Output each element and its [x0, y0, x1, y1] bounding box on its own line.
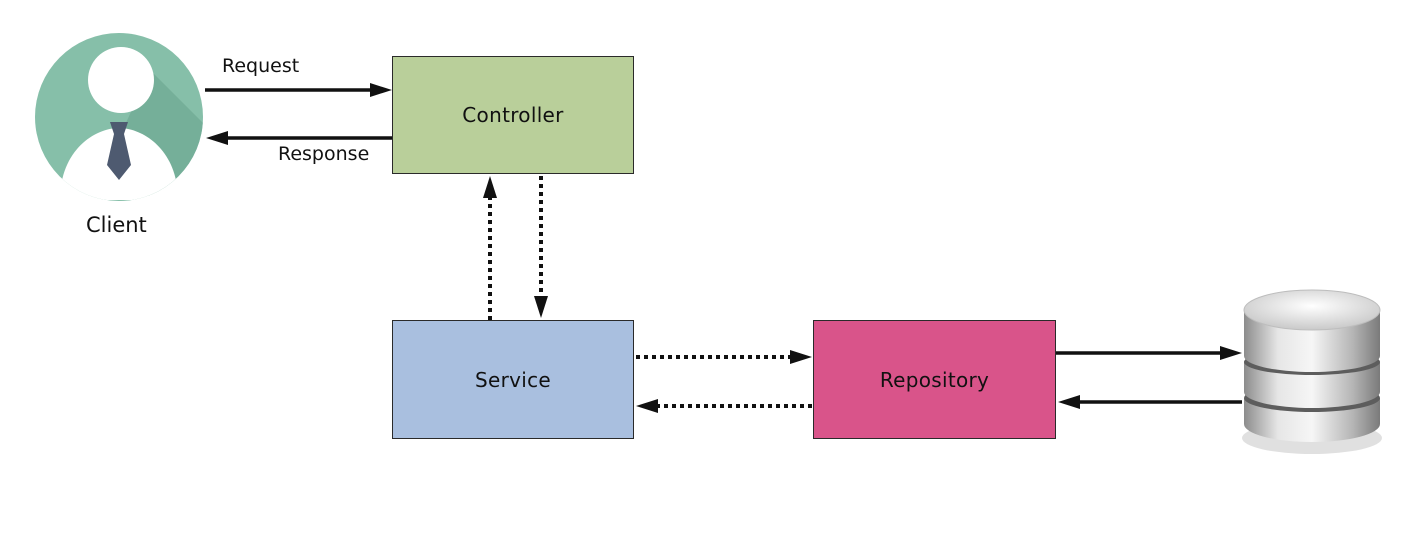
controller-to-service-arrow	[534, 176, 548, 318]
database-to-repository-arrow	[1058, 395, 1242, 409]
service-to-repository-arrow	[636, 350, 812, 364]
repository-node: Repository	[813, 320, 1056, 439]
request-arrow	[205, 83, 392, 97]
service-node: Service	[392, 320, 634, 439]
service-to-controller-arrow	[483, 176, 497, 320]
repository-to-service-arrow	[636, 399, 812, 413]
request-label: Request	[222, 55, 300, 77]
controller-node: Controller	[392, 56, 634, 174]
database-icon	[1242, 289, 1382, 454]
client-label: Client	[86, 213, 147, 237]
controller-label: Controller	[462, 103, 564, 127]
service-label: Service	[474, 367, 552, 392]
repository-to-database-arrow	[1056, 346, 1242, 360]
repository-label: Repository	[879, 367, 990, 392]
response-label: Response	[278, 143, 370, 165]
client-avatar-icon	[35, 33, 203, 201]
response-arrow	[206, 131, 392, 145]
